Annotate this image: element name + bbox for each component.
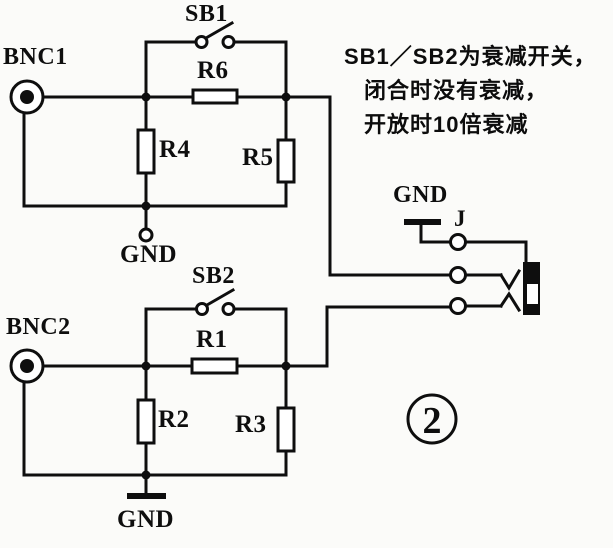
resistor-r4-body [136, 128, 156, 175]
label-sb2: SB2 [192, 263, 235, 289]
wire-bnc2-ground-rail [22, 380, 288, 477]
label-r6: R6 [197, 57, 229, 84]
label-gnd-top: GND [120, 241, 178, 268]
gnd-terminal-top [138, 227, 154, 243]
label-r2: R2 [158, 406, 190, 433]
wire-jack-sleeve [464, 240, 528, 264]
junction-dot [281, 92, 291, 102]
label-sb1: SB1 [185, 1, 228, 27]
label-r3: R3 [235, 411, 267, 438]
label-jack-j: J [454, 206, 466, 231]
label-r4: R4 [159, 136, 191, 163]
resistor-r6-body [191, 88, 239, 105]
note-line-3: 开放时10倍衰减 [364, 112, 529, 137]
sb2-contact-right [221, 302, 236, 316]
label-r5: R5 [242, 144, 274, 171]
label-gnd-bottom: GND [117, 506, 175, 533]
wire-bnc1-ground-rail [22, 111, 288, 208]
switch-sb1 [194, 20, 236, 49]
wire-bnc1-signal-to-jack [42, 95, 452, 277]
resistor-r5-body [276, 138, 296, 184]
figure-number-circle [406, 393, 458, 445]
jack-contact-ch2 [498, 291, 522, 313]
jack-terminal-ch2 [449, 297, 467, 315]
ground-symbol-bottom [127, 473, 166, 499]
resistor-r2-body [136, 398, 156, 445]
sb1-lever [203, 20, 235, 41]
figure-number-text: 2 [423, 400, 442, 442]
note-line-2: 闭合时没有衰减， [364, 78, 549, 103]
label-gnd-jack: GND [393, 182, 448, 208]
sb2-contact-left [195, 302, 209, 316]
jack-plug-notch [527, 284, 538, 304]
wire-bnc2-signal-to-jack [42, 305, 452, 368]
sb2-lever [204, 287, 236, 308]
junction-dot [141, 361, 151, 371]
bnc1-center-pin [20, 90, 34, 104]
label-r1: R1 [196, 326, 228, 353]
label-bnc2: BNC2 [6, 314, 71, 340]
note-line-1: SB1／SB2为衰减开关， [344, 44, 597, 69]
jack-terminal-gnd [449, 233, 467, 251]
sb1-contact-right [221, 35, 236, 49]
switch-sb2 [195, 287, 236, 316]
figure-number-badge: 2 [406, 393, 458, 445]
resistor-r3-body [276, 406, 296, 453]
bnc2-connector [9, 348, 45, 384]
resistor-r1-body [190, 357, 239, 375]
sb1-contact-left [194, 35, 209, 49]
ground-symbol-jack [404, 219, 441, 244]
jack-terminal-ch1 [449, 266, 467, 284]
jack-contact-ch1 [498, 268, 522, 291]
label-bnc1: BNC1 [3, 44, 68, 70]
bnc1-connector [9, 79, 45, 115]
junction-dot [141, 92, 151, 102]
junction-dot [281, 361, 291, 371]
bnc2-center-pin [20, 359, 34, 373]
jack-plug-symbol [523, 262, 540, 315]
